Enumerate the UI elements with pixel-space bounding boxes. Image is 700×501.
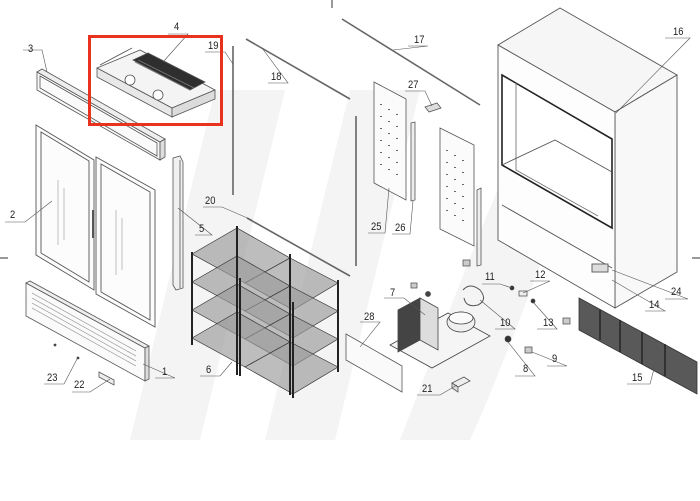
part-1-front-grille [25,280,150,382]
callout-1: 1 [162,366,168,378]
part-18-top-bar [245,38,351,100]
part-16-cabinet-body [497,7,678,309]
part-25-perforated-panel [373,81,475,247]
trim-bars [232,18,481,277]
callout-13: 13 [543,317,554,329]
callout-9: 9 [552,353,558,365]
callout-21: 21 [422,383,433,395]
part-27-bracket [424,102,442,113]
callout-22: 22 [74,379,85,391]
callout-2: 2 [10,209,16,221]
callout-11: 11 [485,271,495,283]
callout-15: 15 [632,372,643,384]
part-5-mullion [172,155,184,291]
callout-3: 3 [28,43,34,55]
part-8-foot [425,291,431,297]
part-9-caster [524,346,533,354]
part-28-side-panel [345,333,403,393]
part-8-leveling-foot [504,335,512,343]
callout-25: 25 [371,221,382,233]
caster-upper [462,259,471,267]
callout-27: 27 [408,79,419,91]
part-2-glass-doors [35,124,156,328]
leader-lines [5,33,691,396]
callout-14: 14 [649,299,660,311]
callout-4: 4 [174,21,180,33]
part-12-clip [518,290,528,297]
part-20-shelf-bar [246,217,351,277]
part-15-rear-grille [578,297,698,395]
callout-28: 28 [364,311,375,323]
callout-19: 19 [208,40,219,52]
part-4-evaporator-unit [96,47,216,118]
part-6-shelving [191,226,339,398]
small-parts [410,259,571,354]
part-7-bracket [410,282,418,289]
part-13-screw [530,298,536,304]
callout-10: 10 [500,317,511,329]
part-22-handle [98,371,115,386]
crop-marks [0,0,700,259]
callout-18: 18 [271,71,282,83]
highlight-box-part-4 [88,35,223,126]
callout-16: 16 [673,26,684,38]
part-7-condensing-unit [389,297,491,369]
part-11-screw [509,285,515,291]
callout-24: 24 [671,286,682,298]
callout-20: 20 [205,195,216,207]
part-26-panel-rail [410,121,482,267]
part-10-tubing [462,285,484,307]
callout-7: 7 [390,287,396,299]
part-23-screw [53,343,80,360]
part-17-top-rail [341,18,481,106]
callout-17: 17 [414,34,425,46]
caster-rear [562,317,571,325]
callout-5: 5 [199,223,205,235]
callout-12: 12 [535,269,546,281]
callout-8: 8 [523,363,529,375]
callout-23: 23 [47,372,58,384]
callout-26: 26 [395,222,406,234]
callout-6: 6 [206,364,212,376]
